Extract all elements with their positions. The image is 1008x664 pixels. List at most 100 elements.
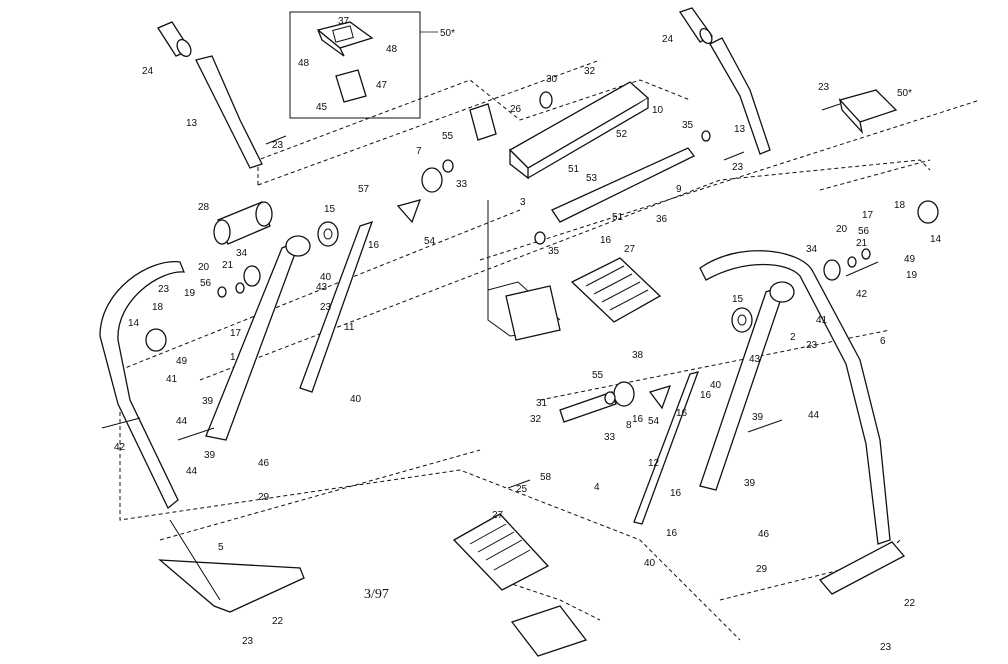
callout-label: 3 <box>520 197 526 208</box>
callout-label: 44 <box>186 466 198 477</box>
callout-label: 17 <box>862 210 874 221</box>
roller-cover <box>213 201 273 245</box>
callout-label: 51 <box>568 164 580 175</box>
callout-label: 49 <box>904 254 916 265</box>
callout-label: 9 <box>676 184 682 195</box>
callout-label: 43 <box>749 354 761 365</box>
callout-label: 53 <box>586 173 598 184</box>
callout-label: 48 <box>386 44 398 55</box>
callout-label: 47 <box>376 80 388 91</box>
callout-label: 40 <box>710 380 722 391</box>
callout-label: 10 <box>652 105 664 116</box>
callout-label: 35 <box>548 246 560 257</box>
callout-label: 23 <box>272 140 284 151</box>
callout-label: 5 <box>218 542 224 553</box>
callout-label: 54 <box>424 236 436 247</box>
left-frame <box>99 261 305 613</box>
callout-label: 16 <box>600 235 612 246</box>
callout-label: 46 <box>758 529 770 540</box>
callout-label: 26 <box>510 104 522 115</box>
pedal-left-27 <box>452 513 550 591</box>
wheel-15-left <box>317 221 339 247</box>
callout-label: 16 <box>368 240 380 251</box>
callout-label: 23 <box>320 302 332 313</box>
callout-label: 29 <box>258 492 270 503</box>
callout-label: 28 <box>198 202 210 213</box>
callout-label: 41 <box>816 315 828 326</box>
callout-label: 46 <box>258 458 270 469</box>
right-leg <box>699 281 795 491</box>
callout-label: 44 <box>808 410 820 421</box>
callout-label: 45 <box>316 102 328 113</box>
left-leg <box>205 235 311 441</box>
bracket-8 <box>559 381 672 423</box>
callout-label: 58 <box>540 472 552 483</box>
callout-label: 7 <box>416 146 422 157</box>
callout-label: 48 <box>298 58 310 69</box>
callout-label: 24 <box>662 34 674 45</box>
callout-label: 39 <box>204 450 216 461</box>
callout-label: 17 <box>230 328 242 339</box>
right-console <box>838 89 898 135</box>
callout-label: 35 <box>682 120 694 131</box>
callout-label: 55 <box>592 370 604 381</box>
callout-label: 13 <box>186 118 198 129</box>
callout-label: 56 <box>200 278 212 289</box>
callout-label: 13 <box>734 124 746 135</box>
callout-label: 51 <box>612 212 624 223</box>
right-upright-bar <box>678 7 771 155</box>
wheel-34-right <box>823 259 841 281</box>
callout-label: 23 <box>806 340 818 351</box>
callout-label: 21 <box>856 238 868 249</box>
callout-label: 19 <box>906 270 918 281</box>
callout-label: 27 <box>492 510 504 521</box>
callout-label: 55 <box>442 131 454 142</box>
left-upright-bar <box>157 21 263 169</box>
callout-label: 19 <box>184 288 196 299</box>
callout-label: 38 <box>632 350 644 361</box>
callout-label: 52 <box>616 129 628 140</box>
callout-label: 37 <box>338 16 350 27</box>
callout-label: 42 <box>114 442 126 453</box>
callout-label: 36 <box>656 214 668 225</box>
callout-label: 22 <box>272 616 284 627</box>
knob-14-right <box>917 200 939 224</box>
bolts <box>101 103 879 489</box>
callout-label: 27 <box>624 244 636 255</box>
callout-label: 56 <box>858 226 870 237</box>
callout-label: 16 <box>670 488 682 499</box>
callout-label: 29 <box>756 564 768 575</box>
callout-label: 34 <box>236 248 248 259</box>
callout-label: 8 <box>626 420 632 431</box>
callout-label: 50* <box>897 88 912 99</box>
callout-label: 33 <box>604 432 616 443</box>
console-inset <box>289 11 438 119</box>
callout-label: 43 <box>316 282 328 293</box>
callout-label: 30 <box>546 74 558 85</box>
callout-label: 6 <box>880 336 886 347</box>
top-crossbar <box>508 81 650 180</box>
callout-label: 25 <box>516 484 528 495</box>
callout-label: 41 <box>166 374 178 385</box>
callout-label: 54 <box>648 416 660 427</box>
callout-label: 33 <box>456 179 468 190</box>
right-frame <box>699 250 906 595</box>
callout-label: 18 <box>152 302 164 313</box>
callout-label: 42 <box>856 289 868 300</box>
bushings <box>217 91 871 405</box>
knob-14-left <box>145 328 167 352</box>
callout-label: 23 <box>158 284 170 295</box>
right-link <box>633 371 700 525</box>
callout-label: 15 <box>324 204 336 215</box>
bracket-7 <box>396 167 443 224</box>
callout-label: 23 <box>818 82 830 93</box>
callout-label: 1 <box>230 352 236 363</box>
pedal-right-27 <box>570 257 662 323</box>
callout-label: 16 <box>632 414 644 425</box>
callout-label: 49 <box>176 356 188 367</box>
callout-label: 44 <box>176 416 188 427</box>
callout-label: 31 <box>536 398 548 409</box>
callout-label: 32 <box>530 414 542 425</box>
